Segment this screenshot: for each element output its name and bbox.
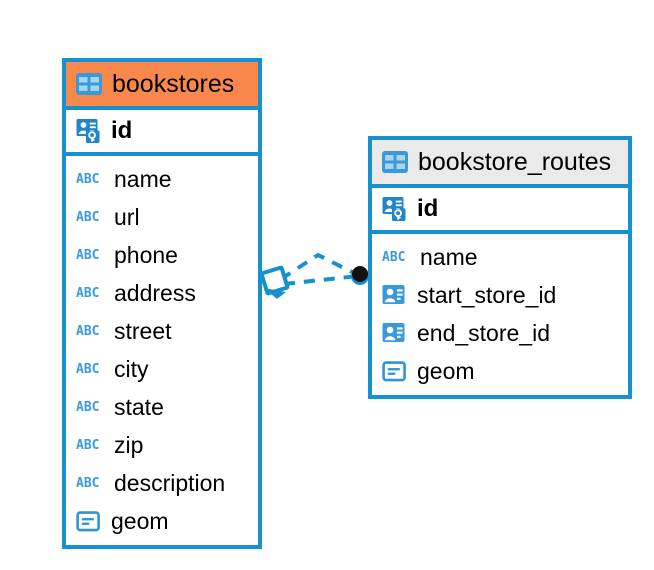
text-field-icon: ABC [76,323,100,339]
text-field-icon: ABC [76,475,100,491]
field-label-description: description [114,469,226,496]
primary-key-row-bookstores[interactable]: id [66,110,258,156]
field-label-end-store-id: end_store_id [417,319,550,346]
table-icon [382,151,408,173]
text-field-icon: ABC [76,437,100,453]
entity-title-bookstores: bookstores [112,69,235,98]
field-label-geom: geom [417,357,475,384]
field-row-zip[interactable]: ABC zip [66,426,258,464]
primary-key-icon [76,118,102,144]
primary-key-label-bookstore-routes: id [417,195,439,222]
entity-header-bookstore-routes[interactable]: bookstore_routes [372,140,628,188]
field-label-street: street [114,317,172,344]
field-label-name: name [114,165,172,192]
field-row-state[interactable]: ABC state [66,388,258,426]
field-label-geom: geom [111,507,169,534]
entity-title-bookstore-routes: bookstore_routes [418,147,612,176]
relationship-lines [279,252,359,286]
text-field-icon: ABC [76,285,100,301]
text-field-icon: ABC [382,249,406,265]
filled-circle-marker [351,266,369,285]
field-label-url: url [114,203,140,230]
field-row-start-store-id[interactable]: start_store_id [372,276,628,314]
primary-key-label-bookstores: id [111,117,133,144]
geometry-field-icon [382,360,407,382]
entity-bookstore-routes[interactable]: bookstore_routes id [368,136,632,399]
field-row-street[interactable]: ABC street [66,312,258,350]
field-row-address[interactable]: ABC address [66,274,258,312]
field-row-url[interactable]: ABC url [66,198,258,236]
field-label-state: state [114,393,164,420]
field-list-bookstore-routes: ABC name start_store_id [372,234,628,395]
field-label-start-store-id: start_store_id [417,281,557,308]
field-label-phone: phone [114,241,178,268]
field-row-city[interactable]: ABC city [66,350,258,388]
primary-key-icon [382,196,408,222]
field-label-address: address [114,279,196,306]
text-field-icon: ABC [76,361,100,377]
entity-bookstores[interactable]: bookstores id [62,58,262,549]
foreign-key-icon [382,284,407,306]
foreign-key-icon [382,322,407,344]
entity-header-bookstores[interactable]: bookstores [66,62,258,110]
field-row-geom[interactable]: geom [66,502,258,540]
text-field-icon: ABC [76,247,100,263]
field-label-zip: zip [114,431,144,458]
text-field-icon: ABC [76,399,100,415]
field-row-geom[interactable]: geom [372,352,628,390]
geometry-field-icon [76,510,101,532]
primary-key-row-bookstore-routes[interactable]: id [372,188,628,234]
diamond-arrow-marker [259,265,290,299]
text-field-icon: ABC [76,171,100,187]
field-row-name[interactable]: ABC name [372,238,628,276]
field-row-description[interactable]: ABC description [66,464,258,502]
field-row-name[interactable]: ABC name [66,160,258,198]
table-icon [76,73,102,95]
field-list-bookstores: ABC name ABC url ABC phone ABC address A… [66,156,258,545]
field-label-name: name [420,243,478,270]
field-row-phone[interactable]: ABC phone [66,236,258,274]
field-row-end-store-id[interactable]: end_store_id [372,314,628,352]
text-field-icon: ABC [76,209,100,225]
field-label-city: city [114,355,149,382]
